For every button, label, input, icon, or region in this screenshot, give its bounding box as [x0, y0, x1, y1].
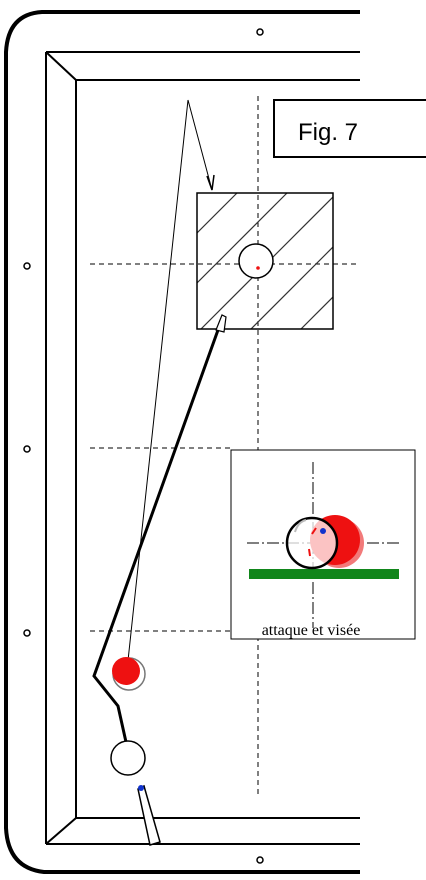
target-contact-dot: [256, 266, 260, 270]
figure-label-box: Fig. 7: [273, 99, 426, 158]
inset-attack-aim: attaque et visée: [230, 449, 416, 640]
rail-diamonds: [23, 28, 264, 864]
inset-aim-dot: [320, 528, 326, 534]
object-ball: [112, 657, 146, 691]
object-ball-fill: [112, 657, 140, 685]
inset-caption: attaque et visée: [262, 622, 361, 639]
diamond-left-3: [23, 629, 31, 637]
figure-label: Fig. 7: [298, 119, 358, 146]
cue-stick: [137, 784, 161, 846]
target-zone: [196, 192, 334, 330]
cue-ball-trajectory: [92, 329, 220, 761]
cue-ball: [110, 740, 146, 776]
table-outer-rail: [4, 10, 360, 874]
diamond-top: [256, 28, 264, 36]
table-cushion: [45, 51, 360, 845]
arrowhead: [206, 174, 215, 191]
diamond-left-2: [23, 445, 31, 453]
reference-trajectory: [126, 99, 215, 671]
inset-cloth: [249, 569, 399, 579]
target-ball-position: [238, 243, 274, 279]
diamond-bottom: [256, 856, 264, 864]
cue-tip: [138, 785, 144, 791]
inset-cue-ball-shine: [294, 519, 307, 533]
diamond-left-1: [23, 262, 31, 270]
inset-aim-marks: [308, 527, 317, 557]
trajectory-end-marker: [215, 314, 227, 333]
inset-cue-ball: [285, 516, 339, 570]
dashed-guides: [90, 96, 360, 798]
